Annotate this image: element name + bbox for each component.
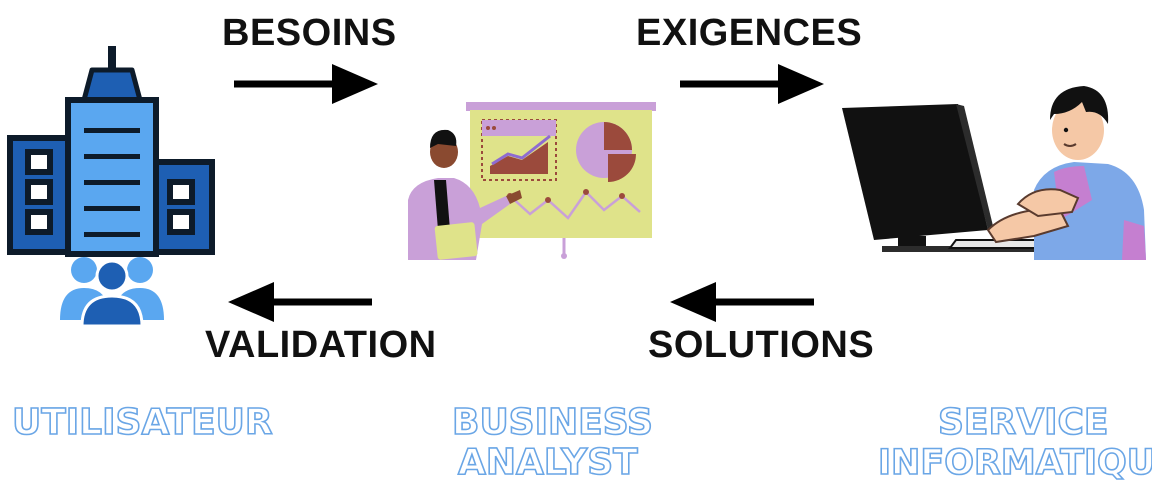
solutions-label: SOLUTIONS bbox=[648, 324, 875, 366]
developer-at-computer-icon bbox=[842, 86, 1146, 260]
arrow-left-validation bbox=[228, 282, 372, 322]
service-informatique-label-line1: SERVICE bbox=[937, 402, 1109, 443]
service-informatique-label-line2: INFORMATIQUE bbox=[877, 443, 1152, 483]
office-building-with-users-icon bbox=[7, 46, 215, 326]
business-analyst-presenting-icon bbox=[408, 102, 656, 260]
validation-label: VALIDATION bbox=[205, 324, 437, 366]
users-group-icon bbox=[60, 257, 164, 326]
exigences-label: EXIGENCES bbox=[636, 12, 863, 54]
besoins-label: BESOINS bbox=[222, 12, 397, 54]
arrow-left-solutions bbox=[670, 282, 814, 322]
business-analyst-label-line1: BUSINESS bbox=[451, 402, 654, 443]
utilisateur-label: UTILISATEUR bbox=[11, 402, 273, 443]
arrow-right-besoins bbox=[234, 64, 378, 104]
arrow-right-exigences bbox=[680, 64, 824, 104]
business-analyst-label-line2: ANALYST bbox=[457, 442, 638, 483]
